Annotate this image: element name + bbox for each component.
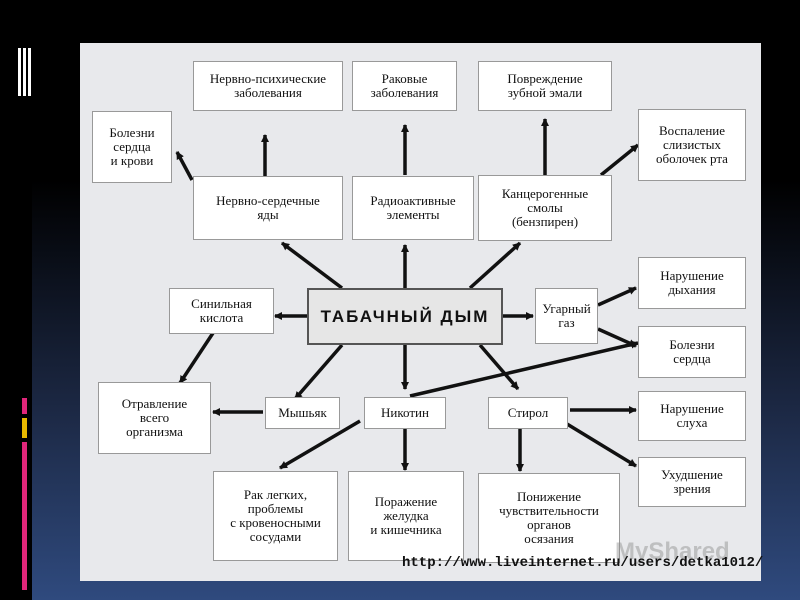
deco-pink-bar xyxy=(22,442,27,590)
deco-white-bar xyxy=(28,48,31,96)
box-myshyak: Мышьяк xyxy=(265,397,340,429)
box-povrezhdenie-emali: Повреждение зубной эмали xyxy=(478,61,612,111)
arrow xyxy=(478,343,520,391)
arrow xyxy=(279,419,361,470)
box-ponizhenie-chuvstvitelnosti: Понижение чувствительности органов осяза… xyxy=(478,473,620,563)
arrow xyxy=(599,143,640,177)
arrow xyxy=(293,343,344,401)
box-vospalenie: Воспаление слизистых оболочек рта xyxy=(638,109,746,181)
deco-white-bar xyxy=(23,48,26,96)
watermark-logo: MyShared xyxy=(615,538,730,565)
box-bolezni-serdca-krovi: Болезни сердца и крови xyxy=(92,111,172,183)
deco-yellow-bar xyxy=(22,418,27,438)
box-tabachny-dym: ТАБАЧНЫЙ ДЫМ xyxy=(307,288,503,345)
arrow xyxy=(178,332,215,384)
diagram: Нервно-психические заболевания Раковые з… xyxy=(80,43,764,581)
box-porazhenie-zheludka: Поражение желудка и кишечника xyxy=(348,471,464,561)
deco-pink-bar xyxy=(22,398,27,414)
box-nervno-psikhicheskie: Нервно-психические заболевания xyxy=(193,61,343,111)
box-narushenie-slukha: Нарушение слуха xyxy=(638,391,746,441)
box-narushenie-dykhaniya: Нарушение дыхания xyxy=(638,257,746,309)
box-stirol: Стирол xyxy=(488,397,568,429)
box-nikotin: Никотин xyxy=(364,397,446,429)
box-radioaktivnye: Радиоактивные элементы xyxy=(352,176,474,240)
box-nervno-serdechnye: Нервно-сердечные яды xyxy=(193,176,343,240)
deco-white-bar xyxy=(18,48,21,96)
box-otravlenie: Отравление всего организма xyxy=(98,382,211,454)
box-kancerogennye: Канцерогенные смолы (бензпирен) xyxy=(478,175,612,241)
box-sinilnaya-kislota: Синильная кислота xyxy=(169,288,274,334)
box-rak-legkikh: Рак легких, проблемы с кровеносными сосу… xyxy=(213,471,338,561)
arrow xyxy=(175,151,194,181)
arrows-layer xyxy=(175,118,640,472)
box-bolezni-serdca: Болезни сердца xyxy=(638,326,746,378)
source-url: http://www.liveinternet.ru/users/detka10… xyxy=(402,555,764,571)
arrow xyxy=(566,422,637,468)
arrow xyxy=(280,241,344,290)
box-ugarny-gaz: Угарный газ xyxy=(535,288,598,344)
box-ukhudshenie-zreniya: Ухудшение зрения xyxy=(638,457,746,507)
arrow xyxy=(409,340,639,398)
box-rakovye: Раковые заболевания xyxy=(352,61,457,111)
arrow xyxy=(468,241,522,290)
arrow xyxy=(597,286,637,307)
